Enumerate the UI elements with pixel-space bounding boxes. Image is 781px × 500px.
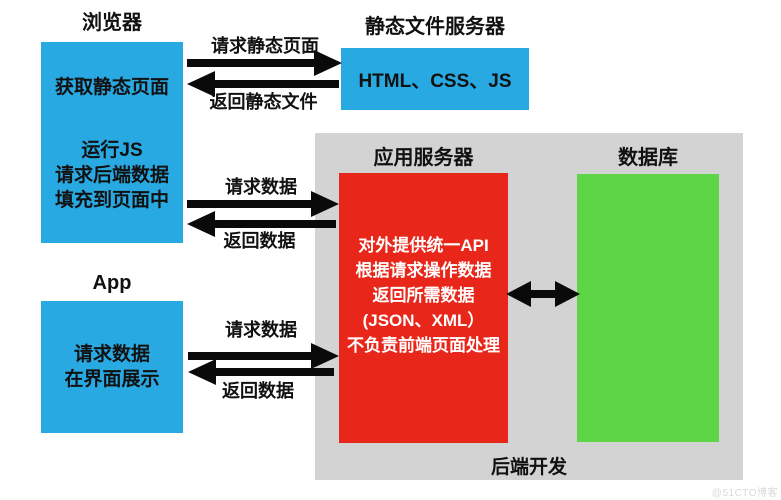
arrow-shaft bbox=[187, 59, 318, 67]
arrowhead-left-icon bbox=[506, 281, 531, 307]
arrow-shaft bbox=[212, 368, 334, 376]
watermark: @51CTO博客 bbox=[711, 488, 778, 499]
arrowhead-right-icon bbox=[311, 343, 339, 369]
arrow-right-icon bbox=[188, 343, 339, 369]
browser-line: 填充到页面中 bbox=[54, 190, 169, 211]
arrow-right-icon bbox=[187, 50, 342, 76]
browser-line: 运行JS bbox=[81, 140, 143, 161]
label-request-data-mid: 请求数据 bbox=[225, 177, 297, 197]
api-line: (JSON、XML） bbox=[362, 310, 485, 330]
arrow-left-icon bbox=[187, 211, 336, 237]
label-return-data-mid: 返回数据 bbox=[223, 231, 296, 251]
app-line: 在界面展示 bbox=[64, 369, 160, 390]
label-request-static: 请求静态页面 bbox=[211, 36, 319, 56]
browser-line: 获取静态页面 bbox=[54, 77, 169, 98]
app-line: 请求数据 bbox=[73, 344, 150, 365]
api-line: 根据请求操作数据 bbox=[355, 260, 492, 280]
database-box bbox=[577, 174, 719, 442]
backend-footer-label: 后端开发 bbox=[490, 457, 567, 478]
arrowhead-right-icon bbox=[555, 281, 580, 307]
browser-title: 浏览器 bbox=[82, 12, 142, 34]
api-line: 返回所需数据 bbox=[372, 285, 475, 305]
arrowhead-left-icon bbox=[187, 211, 215, 237]
arrowhead-right-icon bbox=[314, 50, 342, 76]
label-return-data-bottom: 返回数据 bbox=[222, 381, 294, 401]
static-server-box: HTML、CSS、JS bbox=[341, 48, 529, 110]
arrow-double-icon bbox=[506, 281, 580, 307]
api-line: 不负责前端页面处理 bbox=[347, 335, 500, 355]
arrow-right-icon bbox=[187, 191, 339, 217]
arrow-shaft bbox=[526, 290, 560, 298]
arrowhead-left-icon bbox=[188, 359, 216, 385]
browser-box: 获取静态页面 运行JS 请求后端数据 填充到页面中 bbox=[41, 42, 183, 243]
arrow-shaft bbox=[188, 352, 315, 360]
api-line: 对外提供统一API bbox=[358, 235, 489, 255]
app-box: 请求数据 在界面展示 bbox=[41, 301, 183, 433]
database-title: 数据库 bbox=[618, 147, 678, 169]
arrowhead-right-icon bbox=[311, 191, 339, 217]
static-server-content: HTML、CSS、JS bbox=[358, 70, 512, 92]
app-server-box: 对外提供统一API 根据请求操作数据 返回所需数据 (JSON、XML） 不负责… bbox=[339, 173, 508, 443]
app-server-title: 应用服务器 bbox=[373, 147, 474, 169]
arrow-left-icon bbox=[188, 359, 334, 385]
static-server-title: 静态文件服务器 bbox=[365, 16, 505, 38]
browser-line: 请求后端数据 bbox=[54, 165, 169, 186]
arrow-left-icon bbox=[187, 71, 339, 97]
arrowhead-left-icon bbox=[187, 71, 215, 97]
app-title: App bbox=[92, 272, 132, 294]
label-return-static: 返回静态文件 bbox=[209, 92, 318, 112]
arrow-shaft bbox=[211, 220, 336, 228]
label-request-data-bottom: 请求数据 bbox=[225, 320, 297, 340]
arrow-shaft bbox=[211, 80, 339, 88]
arrow-shaft bbox=[187, 200, 315, 208]
